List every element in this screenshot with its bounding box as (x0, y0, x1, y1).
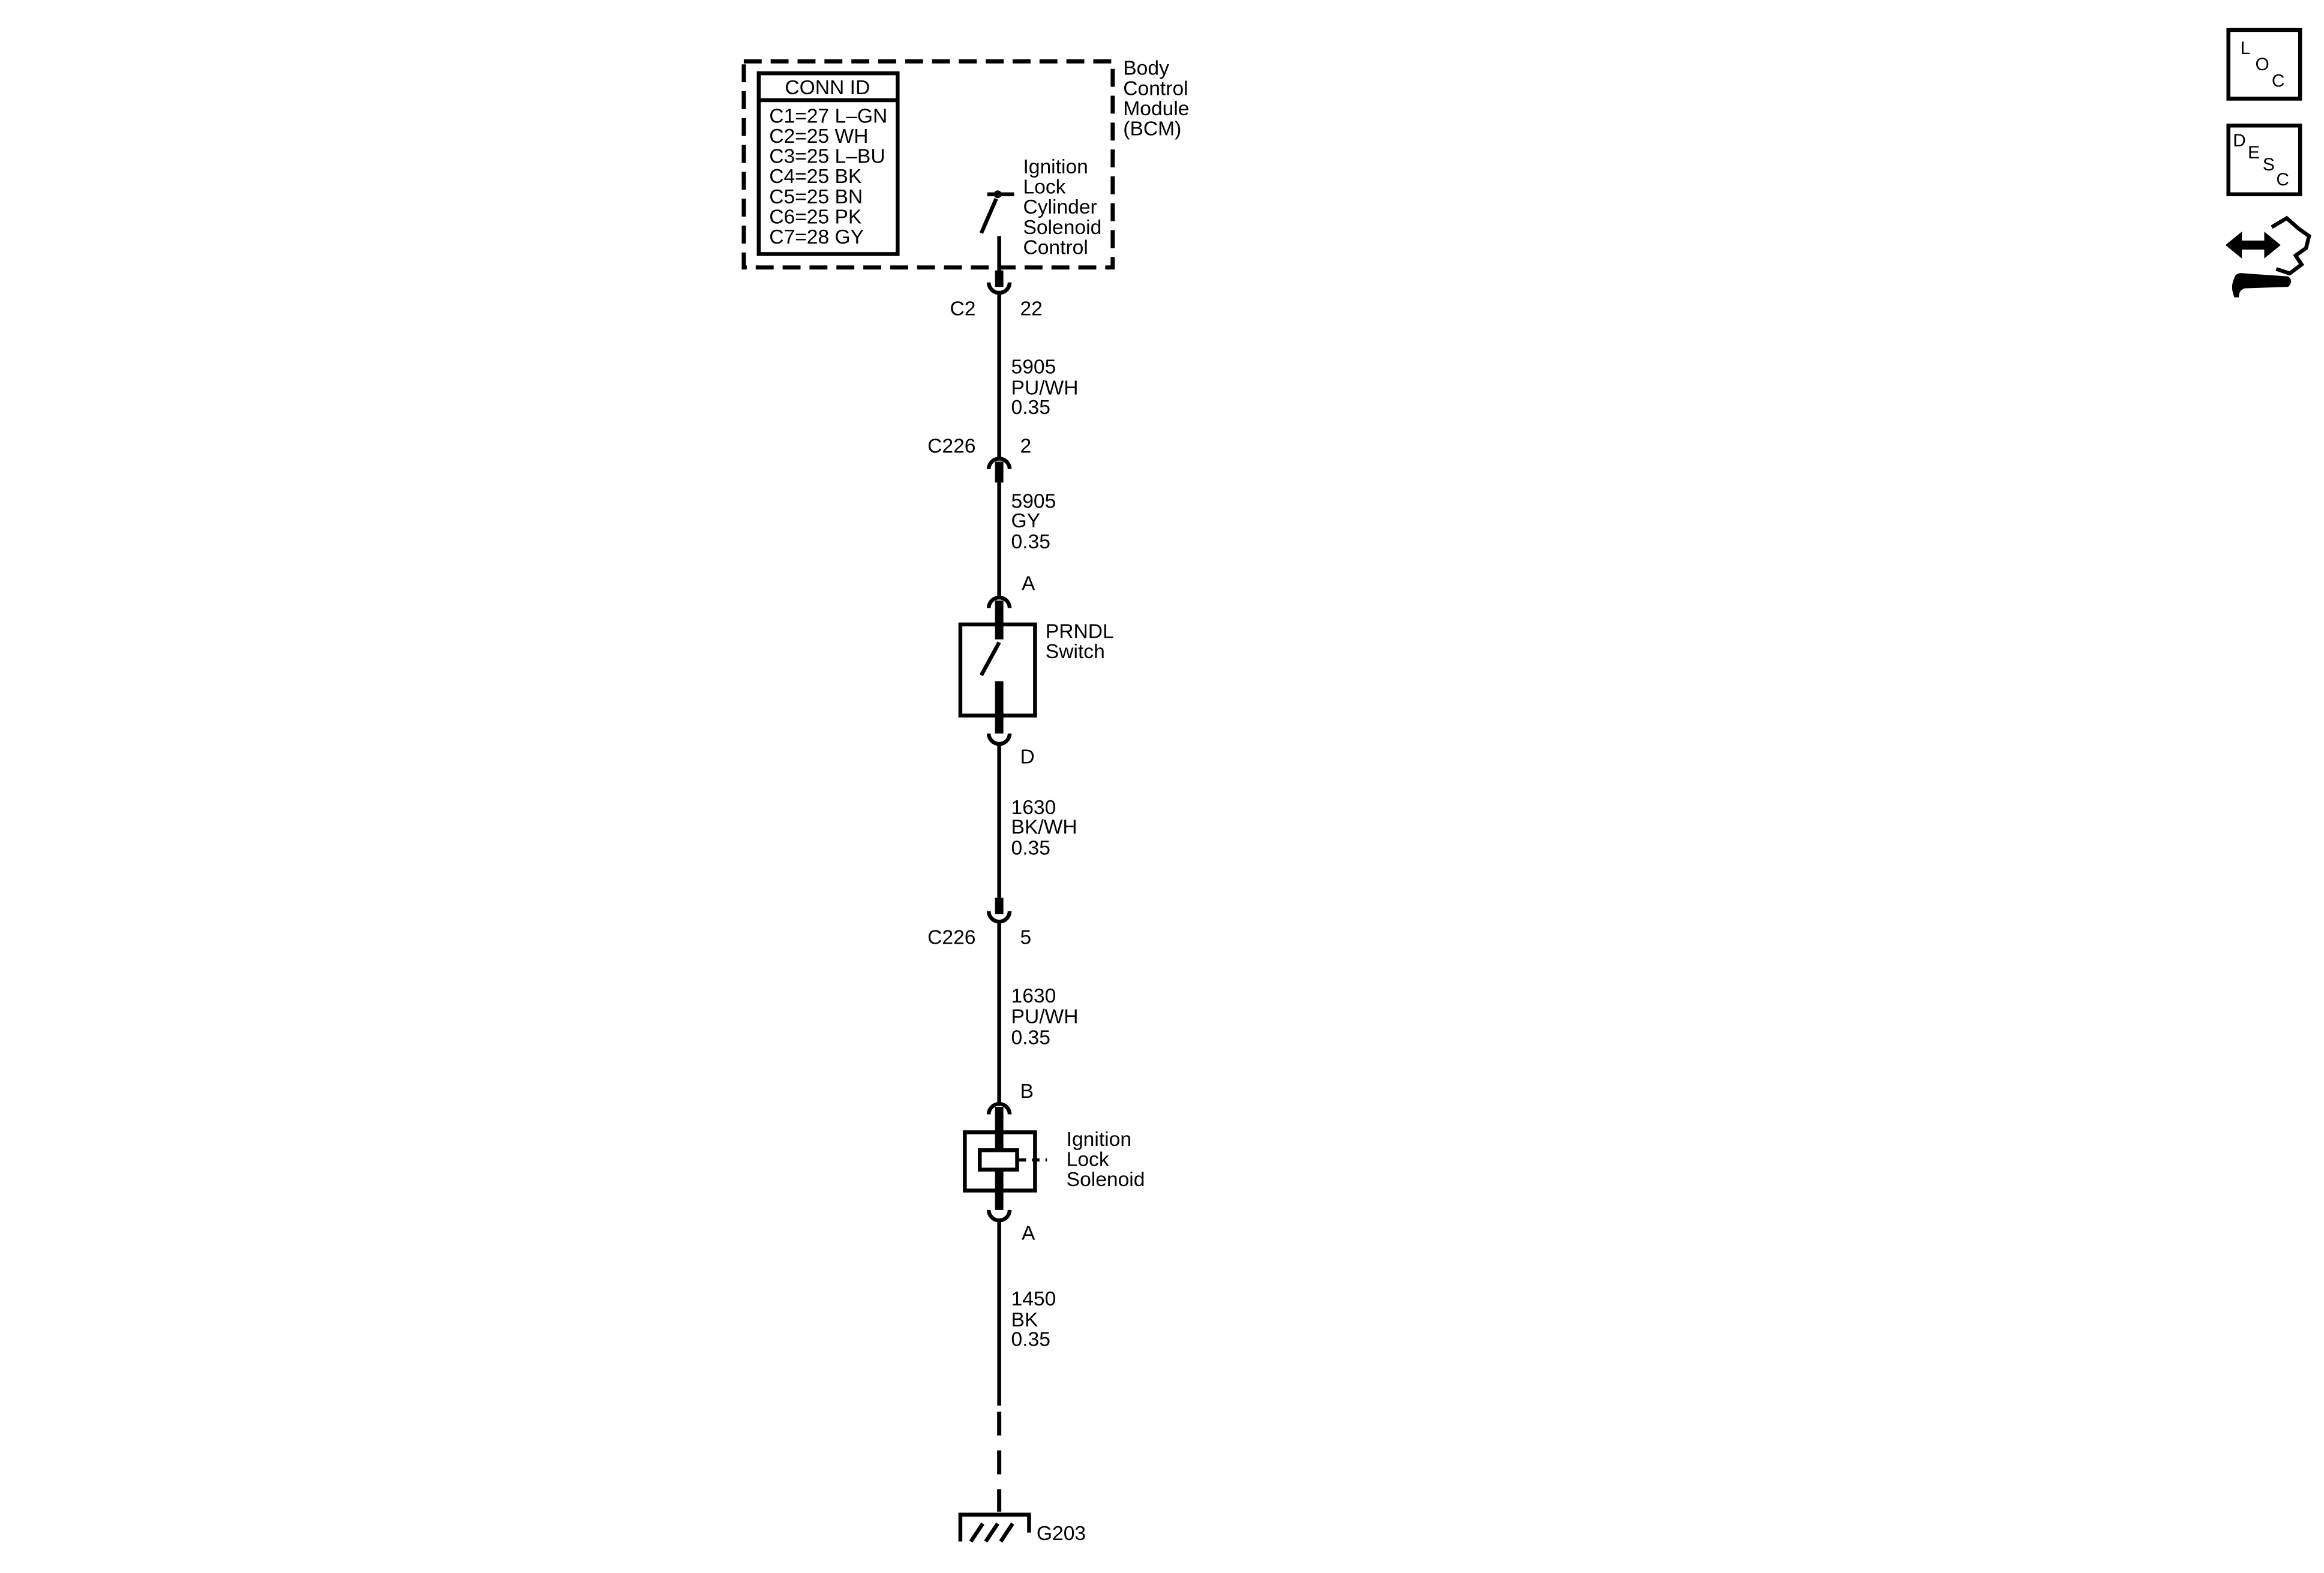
component-label: Lock (1067, 1148, 1109, 1170)
wire-label: 1630 BK/WH 0.35 (1011, 797, 1077, 859)
conn-id-table: CONN ID C1=27 L–GN C2=25 WH C3=25 L–BU C… (756, 71, 900, 256)
desc-letter: E (2248, 143, 2260, 163)
connector-pin: 2 (1020, 436, 1031, 458)
wire-circuit: 1630 (1011, 797, 1056, 819)
loc-button[interactable]: L O C (2226, 28, 2302, 101)
wire-size: 0.35 (1011, 531, 1050, 553)
connector-pin: A (1022, 1223, 1035, 1245)
connector-body-icon (2271, 215, 2311, 276)
loc-button-frame[interactable] (2226, 28, 2302, 101)
ground-hatch (969, 1522, 984, 1543)
connector-pin: A (1022, 573, 1035, 595)
female-terminal-arc (986, 595, 1012, 608)
conn-id-entry: C7=28 GY (769, 226, 864, 248)
connector-c226-lower: C226 5 (927, 897, 1031, 949)
switch-pivot (993, 190, 1002, 199)
pin-function-label: Solenoid (1023, 217, 1101, 239)
solenoid-coil (978, 1148, 1019, 1172)
bcm-module: Body Control Module (BCM) CONN ID C1=27 … (741, 58, 1190, 271)
desc-button[interactable]: D E S C (2226, 124, 2302, 197)
desc-letter: D (2233, 131, 2246, 151)
connector-pin: B (1020, 1080, 1033, 1103)
female-terminal-cup (986, 1209, 1012, 1223)
component-label: Solenoid (1067, 1169, 1145, 1191)
wire-label: 1450 BK 0.35 (1011, 1288, 1056, 1350)
wire-circuit: 5905 (1011, 491, 1056, 513)
pin-function-label: Ignition (1023, 156, 1088, 178)
component-label: PRNDL (1046, 620, 1114, 643)
wire-color: GY (1011, 510, 1041, 532)
ground-hatch (984, 1522, 999, 1543)
conn-id-entry: C5=25 BN (769, 186, 863, 208)
switch-lever (979, 198, 998, 234)
female-terminal-cup (986, 733, 1012, 746)
wire-color: PU/WH (1011, 1006, 1079, 1028)
wrench-icon (2232, 273, 2292, 298)
conn-id-box (756, 71, 900, 256)
conn-id-entry: C2=25 WH (769, 125, 868, 148)
switch-lever (979, 641, 1001, 677)
wire-label: 5905 GY 0.35 (1011, 491, 1056, 553)
wire-circuit: 1450 (1011, 1288, 1056, 1310)
bcm-label-line: Module (1123, 98, 1189, 120)
desc-button-frame[interactable] (2226, 124, 2302, 197)
bcm-dashed-outline (741, 59, 1115, 270)
connector-id: C2 (950, 298, 975, 320)
wire-circuit: 5905 (1011, 356, 1056, 379)
ground-g203: G203 (958, 1512, 1086, 1545)
ground-hatch (999, 1522, 1014, 1543)
wire-color: BK/WH (1011, 816, 1077, 838)
connector-pin: 5 (1020, 927, 1031, 949)
connector-pin: 22 (1020, 298, 1042, 320)
conn-id-entry: C1=27 L–GN (769, 105, 887, 127)
loc-letter: O (2255, 55, 2269, 74)
wire-size: 0.35 (1011, 837, 1050, 859)
connector-end-view-icon[interactable] (2223, 214, 2312, 300)
prndl-switch: A D PRNDL Switch (958, 573, 1114, 768)
wire-size: 0.35 (1011, 1328, 1050, 1350)
component-label: Ignition (1067, 1128, 1131, 1151)
desc-letter: S (2263, 155, 2275, 175)
bcm-label-line: Body (1123, 58, 1169, 80)
desc-letter: C (2276, 170, 2289, 190)
conn-id-entry: C3=25 L–BU (769, 146, 885, 168)
conn-id-header: CONN ID (785, 77, 870, 99)
wire-label: 1630 PU/WH 0.35 (1011, 985, 1079, 1049)
bcm-internal-switch (979, 190, 1014, 271)
connector-c2: C2 22 (950, 270, 1043, 320)
pin-function-label: Control (1023, 236, 1088, 259)
female-terminal-arc (986, 1101, 1012, 1115)
wire-size: 0.35 (1011, 1026, 1050, 1049)
wire-size: 0.35 (1011, 397, 1050, 419)
bcm-label-line: Control (1123, 77, 1188, 100)
connector-pin: D (1020, 746, 1034, 768)
wire-color: BK (1011, 1309, 1038, 1331)
component-label: Switch (1046, 641, 1105, 663)
ignition-lock-solenoid: B A Ignition Lock Solenoid (963, 1080, 1145, 1245)
loc-letter: C (2272, 71, 2285, 91)
loc-letter: L (2241, 38, 2251, 58)
connector-id: C226 (927, 436, 975, 458)
connector-id: C226 (927, 927, 975, 949)
female-terminal-arc (986, 457, 1012, 470)
pin-function-label: Cylinder (1023, 196, 1097, 218)
double-arrow-icon (2225, 232, 2281, 259)
pin-function-label: Lock (1023, 176, 1065, 199)
wire-circuit: 1630 (1011, 985, 1056, 1007)
wire-label: 5905 PU/WH 0.35 (1011, 356, 1079, 419)
connector-c226-upper: C226 2 (927, 436, 1031, 483)
conn-id-entry: C6=25 PK (769, 206, 862, 228)
ground-id: G203 (1037, 1523, 1086, 1545)
bcm-label-line: (BCM) (1123, 118, 1181, 140)
conn-id-entry: C4=25 BK (769, 166, 862, 188)
wire-color: PU/WH (1011, 377, 1079, 399)
ground-symbol (958, 1512, 1031, 1542)
